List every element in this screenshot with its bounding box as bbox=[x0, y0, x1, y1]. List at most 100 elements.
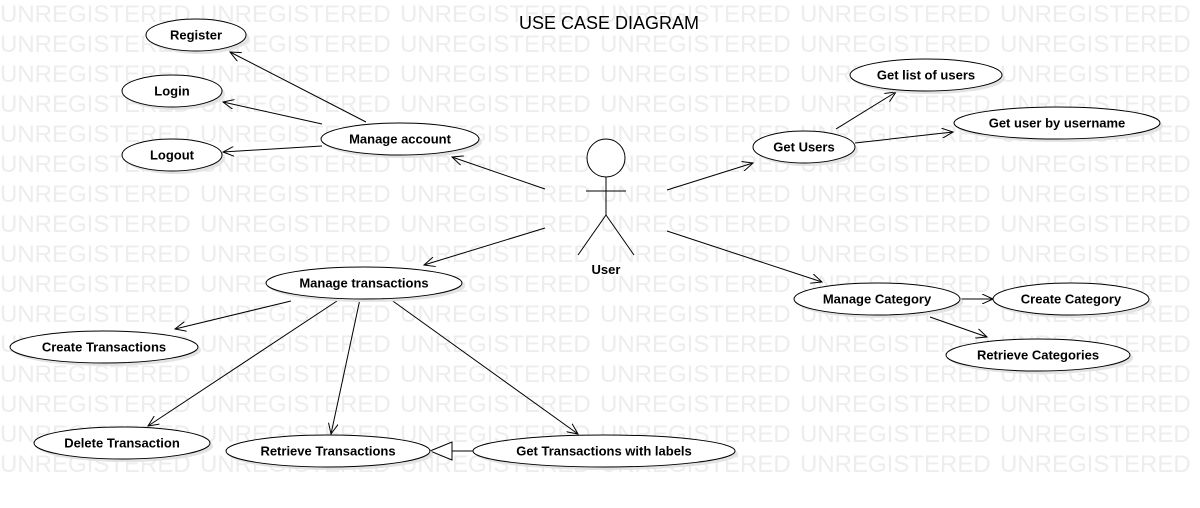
use-case-register[interactable]: Register bbox=[145, 18, 249, 54]
use-case-ellipse bbox=[945, 338, 1131, 372]
watermark-text: UNREGISTERED bbox=[800, 181, 991, 208]
use-case-label: Delete Transaction bbox=[64, 436, 180, 451]
use-case-ellipse bbox=[849, 58, 1003, 92]
watermark-text: UNREGISTERED bbox=[600, 151, 791, 178]
use-case-login[interactable]: Login bbox=[121, 74, 225, 110]
association-manage-account-to-register bbox=[230, 52, 367, 123]
use-case-ellipse bbox=[9, 330, 199, 364]
watermark-text: UNREGISTERED bbox=[0, 211, 191, 238]
watermark-text: UNREGISTERED bbox=[1000, 1, 1191, 28]
watermark-text: UNREGISTERED bbox=[400, 391, 591, 418]
watermark-text: UNREGISTERED bbox=[400, 91, 591, 118]
watermark-text: UNREGISTERED bbox=[200, 211, 391, 238]
watermark-text: UNREGISTERED bbox=[400, 301, 591, 328]
use-case-ellipse bbox=[121, 138, 223, 172]
use-case-label: Manage transactions bbox=[299, 276, 428, 291]
connector-layer bbox=[148, 52, 993, 461]
association-actor-to-get-users bbox=[666, 163, 753, 191]
watermark-text: UNREGISTERED bbox=[600, 1, 791, 28]
watermark-text: UNREGISTERED bbox=[400, 1, 591, 28]
watermark-text: UNREGISTERED bbox=[400, 331, 591, 358]
watermark-text: UNREGISTERED bbox=[200, 391, 391, 418]
watermark-text: UNREGISTERED bbox=[800, 391, 991, 418]
use-case-label: Get Users bbox=[773, 140, 834, 155]
use-case-ellipse bbox=[265, 266, 463, 300]
watermark-text: UNREGISTERED bbox=[600, 61, 791, 88]
use-case-label: Get user by username bbox=[989, 116, 1126, 131]
watermark-text: UNREGISTERED bbox=[400, 211, 591, 238]
association-get-users-to-get-user-by-username bbox=[854, 132, 953, 144]
watermark-text: UNREGISTERED bbox=[200, 241, 391, 268]
use-case-create-category[interactable]: Create Category bbox=[992, 282, 1152, 318]
watermark-text: UNREGISTERED bbox=[1000, 61, 1191, 88]
watermark-text: UNREGISTERED bbox=[0, 271, 191, 298]
watermark-text: UNREGISTERED bbox=[1000, 151, 1191, 178]
watermark-text: UNREGISTERED bbox=[0, 181, 191, 208]
use-case-retrieve-categories[interactable]: Retrieve Categories bbox=[945, 338, 1133, 374]
generalization-arrowhead bbox=[428, 441, 453, 461]
actor-user[interactable]: User bbox=[577, 138, 635, 277]
watermark-text: UNREGISTERED bbox=[0, 241, 191, 268]
use-case-ellipse bbox=[472, 434, 736, 468]
watermark-text: UNREGISTERED bbox=[0, 301, 191, 328]
watermark-text: UNREGISTERED bbox=[200, 61, 391, 88]
watermark-text: UNREGISTERED bbox=[200, 331, 391, 358]
watermark-text: UNREGISTERED bbox=[1000, 211, 1191, 238]
watermark-text: UNREGISTERED bbox=[200, 361, 391, 388]
watermark-text: UNREGISTERED bbox=[200, 181, 391, 208]
watermark-text: UNREGISTERED bbox=[200, 301, 391, 328]
use-case-label: Logout bbox=[150, 148, 195, 163]
use-case-retrieve-transactions[interactable]: Retrieve Transactions bbox=[225, 434, 433, 470]
watermark-text: UNREGISTERED bbox=[1000, 421, 1191, 448]
use-case-ellipse bbox=[992, 282, 1150, 316]
watermark-text: UNREGISTERED bbox=[1000, 181, 1191, 208]
use-case-label: Retrieve Categories bbox=[977, 348, 1099, 363]
watermark-text: UNREGISTERED bbox=[0, 391, 191, 418]
actor-label: User bbox=[592, 262, 621, 277]
association-manage-account-to-logout bbox=[223, 145, 323, 152]
use-case-create-transactions[interactable]: Create Transactions bbox=[9, 330, 201, 366]
watermark-text: UNREGISTERED bbox=[800, 241, 991, 268]
association-get-users-to-get-list-of-users bbox=[835, 92, 896, 130]
use-case-manage-category[interactable]: Manage Category bbox=[793, 282, 963, 318]
watermark-text: UNREGISTERED bbox=[1000, 31, 1191, 58]
use-case-ellipse bbox=[121, 74, 223, 108]
use-case-logout[interactable]: Logout bbox=[121, 138, 225, 174]
use-case-label: Create Category bbox=[1021, 292, 1122, 307]
watermark-text: UNREGISTERED bbox=[800, 451, 991, 478]
watermark-text: UNREGISTERED bbox=[600, 391, 791, 418]
watermark-text: UNREGISTERED bbox=[800, 31, 991, 58]
association-actor-to-manage-account bbox=[452, 157, 546, 190]
use-case-get-list-of-users[interactable]: Get list of users bbox=[849, 58, 1005, 94]
use-case-manage-transactions[interactable]: Manage transactions bbox=[265, 266, 465, 302]
watermark-text: UNREGISTERED bbox=[600, 31, 791, 58]
use-case-get-users[interactable]: Get Users bbox=[752, 130, 858, 166]
use-case-ellipse bbox=[145, 18, 247, 52]
use-case-label: Retrieve Transactions bbox=[260, 444, 395, 459]
use-case-ellipse bbox=[793, 282, 961, 316]
watermark-text: UNREGISTERED bbox=[200, 91, 391, 118]
association-manage-account-to-login bbox=[223, 102, 323, 125]
actor-left-leg bbox=[577, 214, 607, 256]
use-case-ellipse bbox=[752, 130, 856, 164]
use-case-label: Manage Category bbox=[823, 292, 932, 307]
watermark-layer: UNREGISTERED UNREGISTERED UNREGISTERED UNRE… bbox=[0, 1, 1191, 478]
watermark-text: UNREGISTERED bbox=[600, 181, 791, 208]
association-actor-to-manage-transactions bbox=[424, 227, 546, 265]
use-case-get-user-by-username[interactable]: Get user by username bbox=[953, 106, 1163, 142]
watermark-text: UNREGISTERED bbox=[1000, 391, 1191, 418]
watermark-text: UNREGISTERED bbox=[400, 181, 591, 208]
diagram-title: USE CASE DIAGRAM bbox=[519, 13, 699, 33]
use-case-label: Create Transactions bbox=[42, 340, 166, 355]
watermark-text: UNREGISTERED bbox=[600, 271, 791, 298]
use-case-manage-account[interactable]: Manage account bbox=[320, 122, 482, 158]
use-case-ellipse bbox=[33, 426, 211, 460]
use-case-get-transactions-with-labels[interactable]: Get Transactions with labels bbox=[472, 434, 738, 470]
use-case-ellipse bbox=[320, 122, 480, 156]
watermark-text: UNREGISTERED bbox=[1000, 451, 1191, 478]
use-case-label: Get list of users bbox=[877, 68, 975, 83]
association-manage-category-to-retrieve-categories bbox=[929, 316, 987, 337]
use-case-delete-transaction[interactable]: Delete Transaction bbox=[33, 426, 213, 462]
